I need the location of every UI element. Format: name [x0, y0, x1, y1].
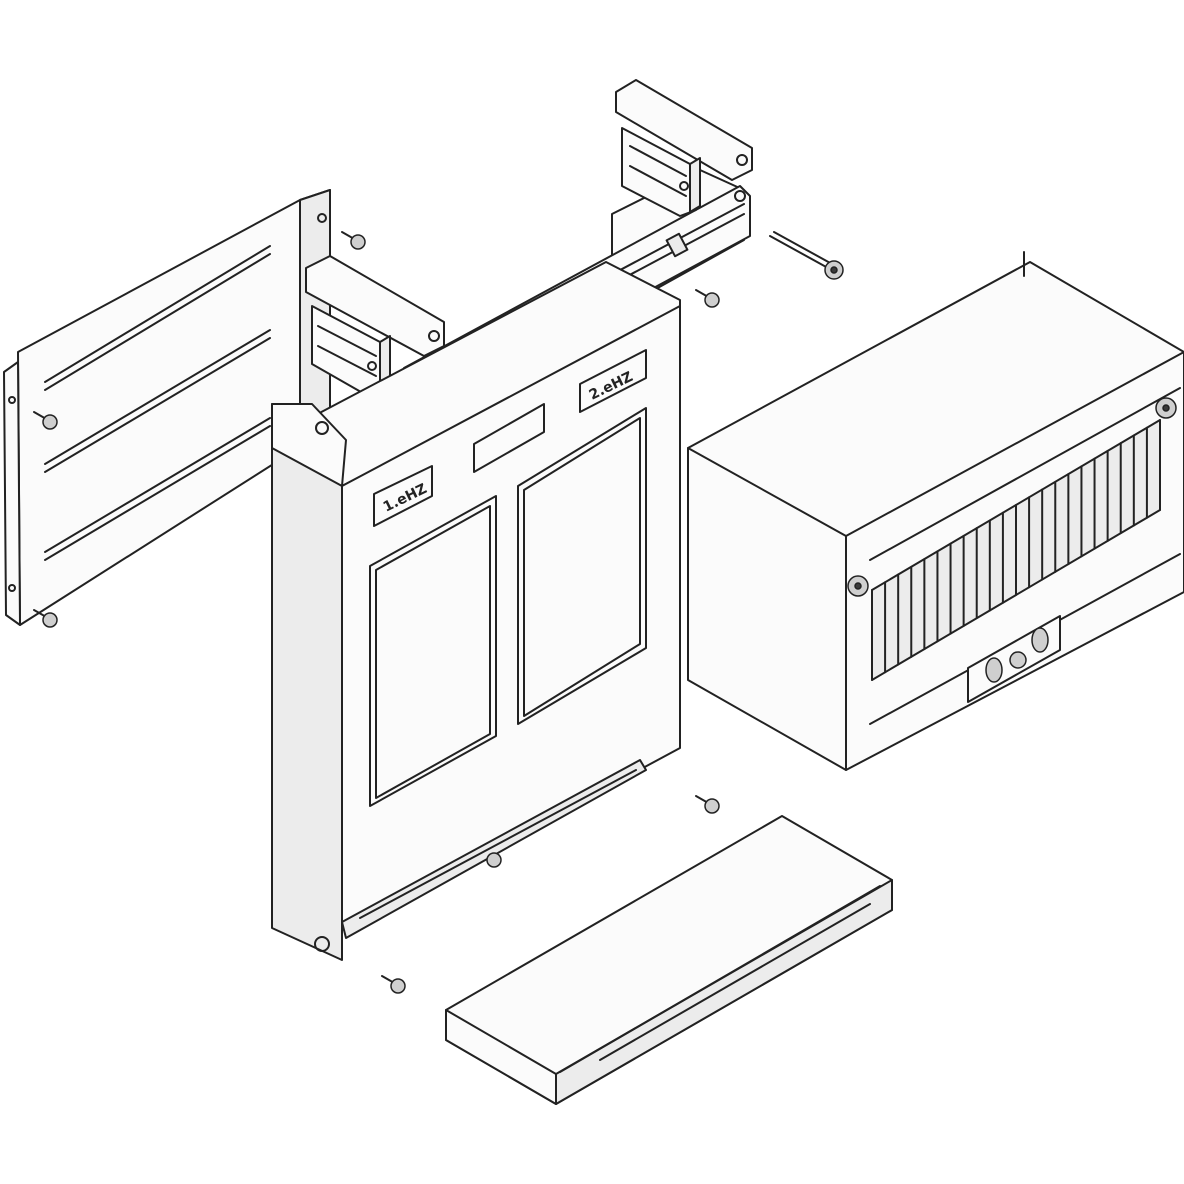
- label-plate-1: [373, 465, 433, 527]
- rail-clamp-upper: [615, 79, 753, 217]
- breaker-grille: [871, 419, 1161, 681]
- screw-top-left: [341, 231, 366, 250]
- long-screw-right: [769, 231, 844, 280]
- breaker-box: [687, 251, 1184, 771]
- meter-frame: 1.eHZ 2.eHZ: [271, 261, 681, 961]
- rail-clamp-lower: [305, 255, 445, 397]
- label-plate-2: [579, 349, 647, 413]
- screw-rail-right: [695, 289, 720, 308]
- bottom-cover: [445, 815, 893, 1105]
- screw-bottom: [381, 975, 406, 994]
- screw-cover-top: [695, 795, 720, 814]
- screw-plate-lower: [33, 609, 58, 628]
- screw-plate-upper: [33, 411, 58, 430]
